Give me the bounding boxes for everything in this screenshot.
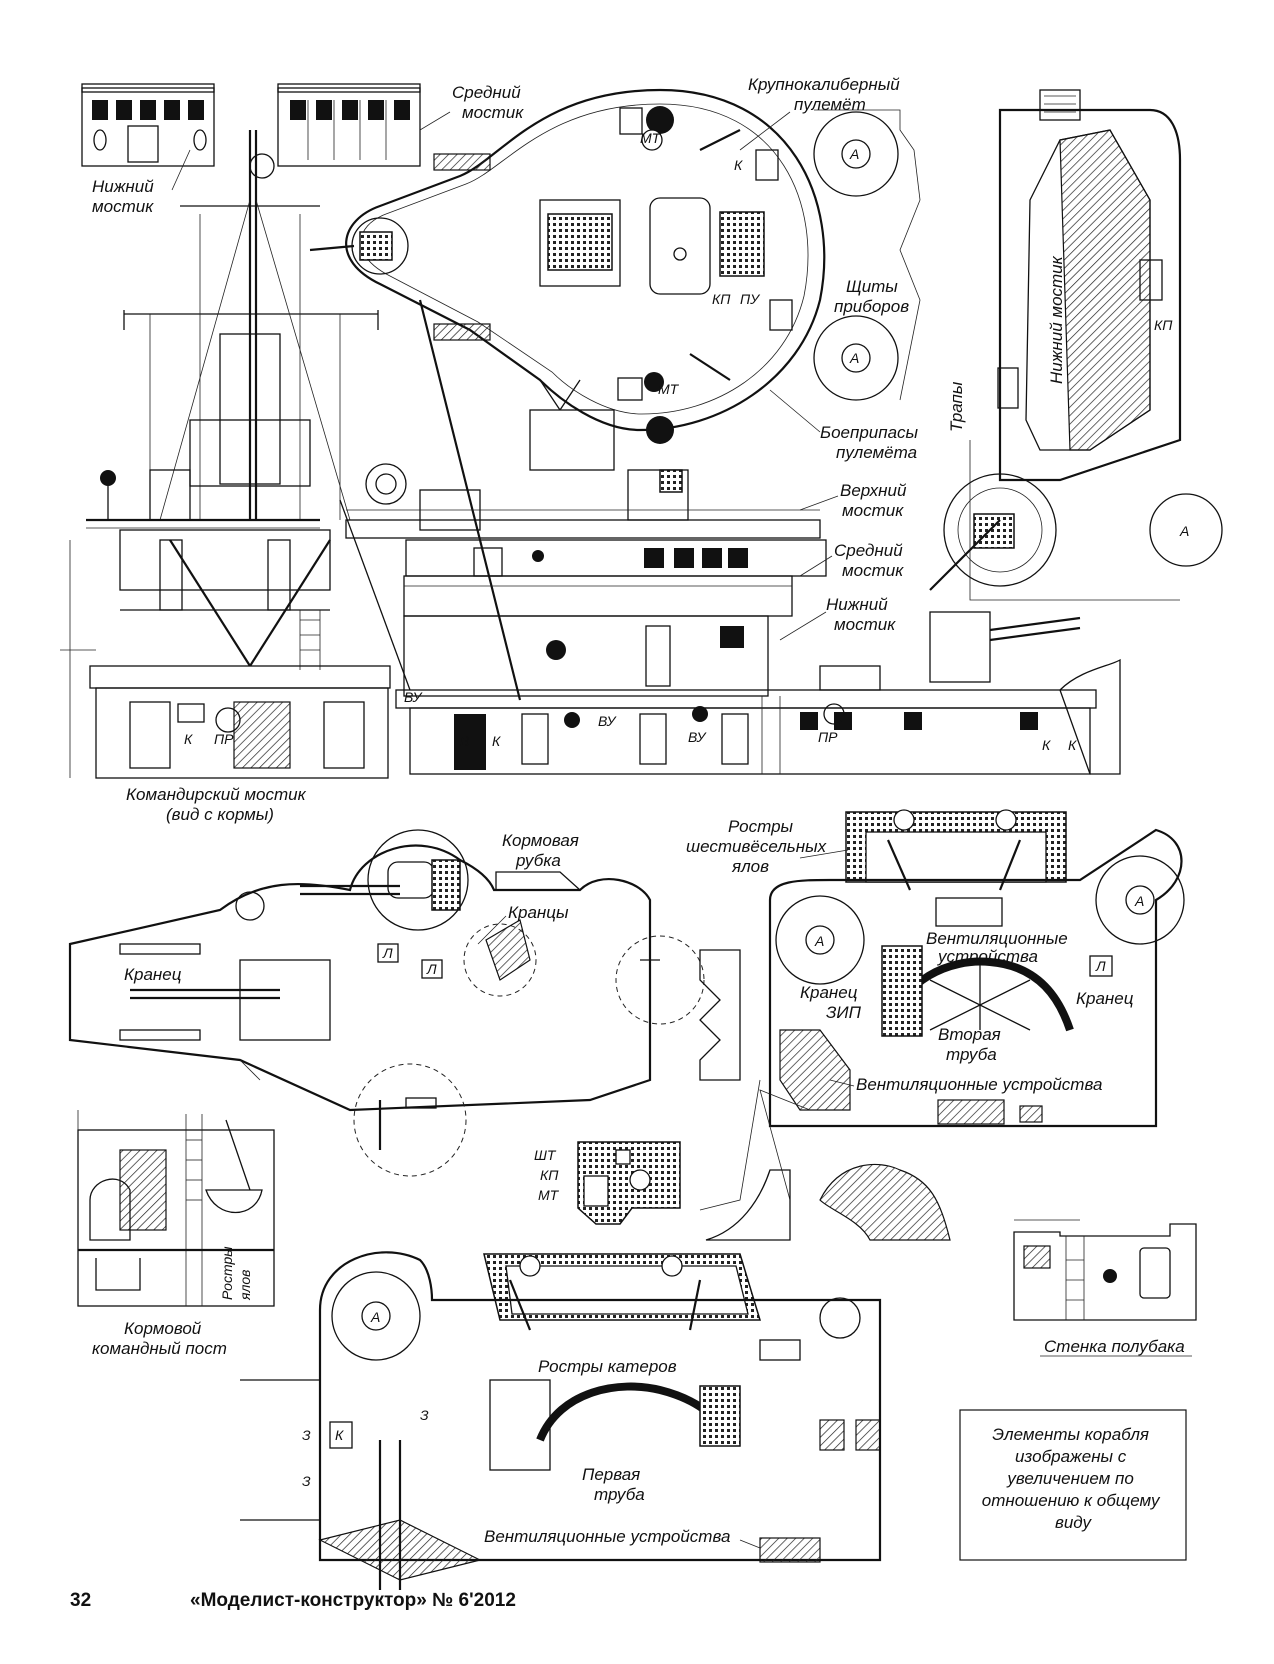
label-shchity-priborov: Щиты приборов <box>834 277 909 316</box>
superstructure-side-elevation <box>339 299 1121 775</box>
middle-bridge-detail <box>277 83 421 167</box>
mark-mt-plan-2: МТ <box>658 381 680 397</box>
label-nizhniy-mostik-top: Нижний мостик <box>92 177 158 216</box>
ammo-box-top-2 <box>813 315 899 401</box>
label-trapy: Трапы <box>947 381 966 432</box>
k-box-bottom <box>329 1421 353 1449</box>
label-boepripasy: Боеприпасы пулемёта <box>820 423 923 462</box>
mark-l-3: Л <box>1095 958 1106 974</box>
control-panel-detail <box>577 1141 681 1225</box>
ammo-box-top-1 <box>813 111 899 197</box>
forecastle-wall <box>1013 1219 1197 1321</box>
label-vent-bottom: Вентиляционные устройства <box>484 1527 730 1546</box>
label-pervaya-truba: Первая труба <box>582 1465 645 1504</box>
label-krantsy: Кранцы <box>508 903 569 922</box>
mark-a-5: А <box>1134 893 1144 909</box>
mark-a-3: А <box>1179 523 1189 539</box>
mark-k-1: К <box>184 731 193 747</box>
mark-vu-1: ВУ <box>404 689 424 705</box>
label-kormovaya-rubka: Кормовая рубка <box>502 831 584 870</box>
l-box-3 <box>1089 955 1113 977</box>
label-rostry-yalov-vertical: Ростры ялов <box>219 1243 253 1301</box>
label-kranets-zip: Кранец ЗИП <box>800 983 862 1022</box>
mark-k-plan: К <box>734 157 743 173</box>
l-box-1 <box>377 943 399 963</box>
label-sredniy-mostik: Средний мостик <box>834 541 907 580</box>
mark-k-2: К <box>492 733 501 749</box>
mark-pu-plan: ПУ <box>740 291 761 307</box>
label-sredniy-mostik-top: Средний мостик <box>452 83 525 122</box>
label-vent-mid: Вентиляционные устройства <box>856 1075 1102 1094</box>
label-vtoraya-truba: Вторая труба <box>938 1025 1006 1064</box>
lower-bridge-plan <box>929 89 1223 601</box>
mark-z-1: З <box>420 1407 429 1423</box>
mark-k-5: К <box>335 1427 344 1443</box>
mark-a-4: А <box>814 933 824 949</box>
mark-k-4: К <box>1068 737 1077 753</box>
mark-l-2: Л <box>426 961 437 977</box>
mark-a-1: А <box>849 146 859 162</box>
label-kranets-right: Кранец <box>1076 989 1134 1008</box>
label-sht-kp-mt: ШТ КП МТ <box>534 1147 562 1203</box>
stern-deckhouse-plan <box>68 829 705 1177</box>
note-text: Элементы корабля изображены с увеличение… <box>982 1425 1165 1532</box>
aft-command-post <box>77 1110 275 1307</box>
lower-bridge-detail <box>81 83 215 167</box>
label-nizhniy-mostik-vertical: Нижний мостик <box>1047 255 1066 384</box>
mark-l-1: Л <box>382 945 393 961</box>
bridge-plan-view <box>309 88 826 444</box>
mark-a-2: А <box>849 350 859 366</box>
magazine-title: «Моделист-конструктор» № 6'2012 <box>190 1590 516 1611</box>
label-rostry-yalov: Ростры шестивёсельных ялов <box>686 817 831 876</box>
mark-b: В <box>460 733 469 749</box>
l-box-2 <box>421 959 443 979</box>
first-funnel-plan <box>240 1251 882 1590</box>
label-verkhniy-mostik: Верхний мостик <box>840 481 911 520</box>
mark-z-2: З <box>302 1427 311 1443</box>
label-vent-top: Вентиляционные устройства <box>926 929 1072 966</box>
mark-z-3: З <box>302 1473 311 1489</box>
mark-k-3: К <box>1042 737 1051 753</box>
label-rostry-katerov: Ростры катеров <box>538 1357 677 1376</box>
label-nizhniy-mostik: Нижний мостик <box>826 595 896 634</box>
second-funnel-plan <box>699 809 1185 1211</box>
label-stenka-polubaka: Стенка полубака <box>1044 1337 1185 1356</box>
mark-vu-3: ВУ <box>688 729 708 745</box>
label-krupnokalibernyi: Крупнокалиберный пулемёт <box>748 75 904 114</box>
page-number: 32 <box>70 1590 91 1611</box>
bollard-fitting <box>819 1163 951 1241</box>
label-komandirskiy-mostik: Командирский мостик (вид с кормы) <box>126 785 310 824</box>
note-box <box>959 1409 1187 1561</box>
mark-vu-2: ВУ <box>598 713 618 729</box>
label-kp-right: КП <box>1154 317 1173 333</box>
mark-kp-plan: КП <box>712 291 731 307</box>
bracket-fitting <box>705 1169 791 1241</box>
mark-pr-2: ПР <box>818 729 838 745</box>
label-kranets-left: Кранец <box>124 965 182 984</box>
mark-a-6: А <box>370 1309 380 1325</box>
mark-mt-plan-1: МТ <box>640 130 662 146</box>
mark-pr-1: ПР <box>214 731 234 747</box>
commander-bridge-elevation <box>60 130 391 779</box>
label-kormovoy-post: Кормовой командный пост <box>92 1319 227 1358</box>
